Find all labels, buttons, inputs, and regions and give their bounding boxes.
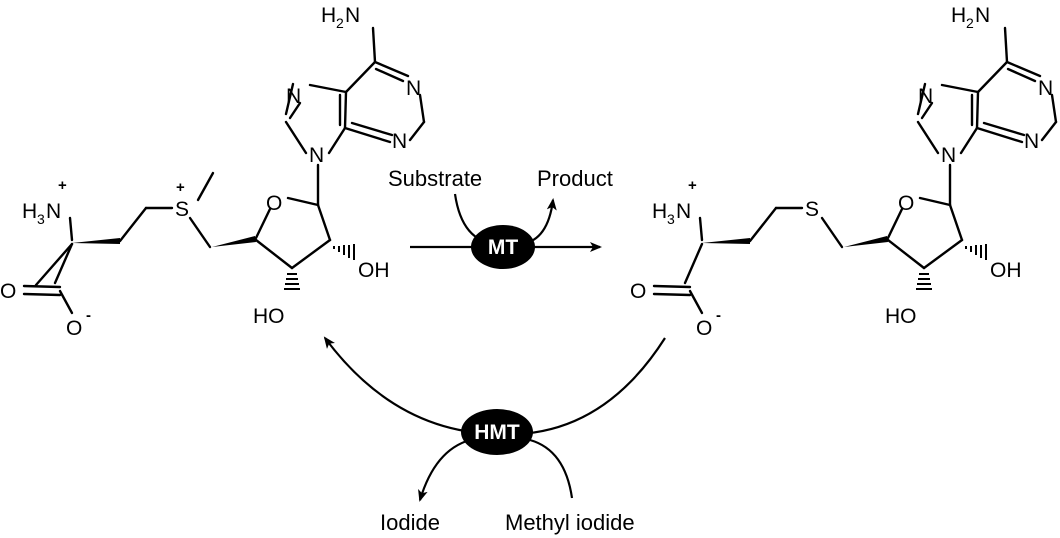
sah-purine-n9: N bbox=[941, 144, 956, 167]
hmt-reaction: HMT Iodide Methyl iodide bbox=[323, 336, 666, 535]
sam-hydroxyl-3: HO bbox=[253, 305, 285, 328]
sah-purine-n3: N bbox=[1024, 130, 1039, 153]
sam-bonds bbox=[22, 26, 426, 315]
sam-oxide-charge: - bbox=[86, 307, 91, 324]
sah-hydroxyl-3: HO bbox=[885, 305, 917, 328]
product-label: Product bbox=[537, 166, 613, 191]
mt-reaction: MT Substrate Product bbox=[388, 166, 613, 269]
sam-amine-n: N bbox=[46, 200, 61, 223]
sam-amine-charge: + bbox=[58, 177, 67, 194]
sam-amino-sub: 2 bbox=[336, 15, 344, 31]
sah-purine-n1: N bbox=[1038, 77, 1053, 100]
sah-hydroxyl-2: OH bbox=[990, 259, 1022, 282]
sah-ring-o: O bbox=[898, 192, 914, 215]
sah-amino-sub: 2 bbox=[966, 15, 974, 31]
sah-oxide-o: O bbox=[696, 317, 712, 340]
sam-atoms: H 3 N + O O - S + O OH HO N N N N H 2 N bbox=[0, 4, 421, 340]
sah-atoms: H 3 N + O O - S O OH HO N N N N H 2 N bbox=[630, 4, 1053, 340]
iodide-curve-arrow bbox=[418, 438, 471, 502]
sah-amine-sub: 3 bbox=[667, 211, 675, 227]
sam-hydroxyl-2: OH bbox=[358, 259, 390, 282]
sah-amino-n: N bbox=[975, 4, 990, 27]
sam-ring-o: O bbox=[266, 192, 282, 215]
sah-amino-h: H bbox=[951, 4, 966, 27]
sam-amino-h: H bbox=[321, 4, 336, 27]
substrate-label: Substrate bbox=[388, 166, 482, 191]
methyl-iodide-curve-arrow bbox=[529, 438, 574, 499]
hmt-enzyme-node bbox=[461, 409, 533, 455]
sah-carbonyl-o: O bbox=[630, 280, 646, 303]
sah-oxide-charge: - bbox=[716, 307, 721, 324]
sam-amino-n: N bbox=[345, 4, 360, 27]
sam-purine-n9: N bbox=[309, 144, 324, 167]
sah-amine-n: N bbox=[676, 200, 691, 223]
sam-amine-h: H bbox=[22, 200, 37, 223]
methyl-iodide-label: Methyl iodide bbox=[505, 510, 635, 535]
sah-amine-h: H bbox=[652, 200, 667, 223]
sah-bonds bbox=[652, 26, 1058, 315]
mt-enzyme-node bbox=[471, 225, 535, 269]
sam-purine-n3: N bbox=[392, 130, 407, 153]
sah-amine-charge: + bbox=[688, 177, 697, 194]
sam-sulfur: S bbox=[175, 198, 189, 221]
sam-amine-sub: 3 bbox=[37, 211, 45, 227]
mt-enzyme-label: MT bbox=[488, 236, 518, 259]
sah-molecule: H 3 N + O O - S O OH HO N N N N H 2 N bbox=[630, 4, 1058, 340]
hmt-enzyme-label: HMT bbox=[474, 421, 520, 444]
sah-purine-n7: N bbox=[918, 85, 933, 108]
sam-purine-n1: N bbox=[406, 77, 421, 100]
iodide-label: Iodide bbox=[380, 510, 440, 535]
sam-molecule: H 3 N + O O - S + O OH HO N N N N H 2 N bbox=[0, 4, 426, 340]
sam-sulfur-charge: + bbox=[176, 179, 185, 196]
sam-purine-n7: N bbox=[286, 85, 301, 108]
sah-sulfur: S bbox=[805, 198, 819, 221]
sam-carbonyl-o: O bbox=[0, 280, 16, 303]
sam-oxide-o: O bbox=[66, 317, 82, 340]
